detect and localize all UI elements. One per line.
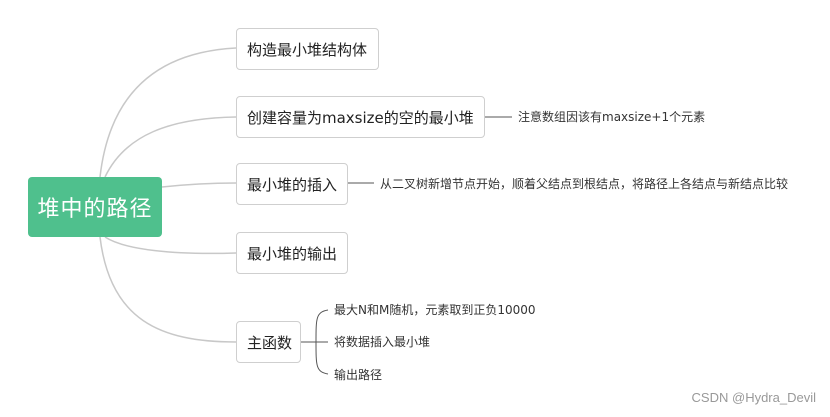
link-root-branch-2 (161, 182, 237, 188)
branch-node-construct-struct[interactable]: 构造最小堆结构体 (236, 28, 379, 70)
root-node[interactable]: 堆中的路径 (28, 177, 162, 237)
link-branch-4-leaf-0 (315, 309, 329, 343)
branch-node-create-heap[interactable]: 创建容量为maxsize的空的最小堆 (236, 96, 485, 138)
link-root-branch-4 (99, 236, 237, 343)
link-root-branch-0 (99, 47, 237, 178)
branch-node-main[interactable]: 主函数 (236, 321, 301, 363)
leaf-insert-note[interactable]: 从二叉树新增节点开始，顺着父结点到根结点，将路径上各结点与新结点比较 (380, 177, 789, 191)
leaf-main-random[interactable]: 最大N和M随机，元素取到正负10000 (334, 303, 536, 317)
branch-node-heap-output[interactable]: 最小堆的输出 (236, 232, 348, 274)
leaf-main-insert[interactable]: 将数据插入最小堆 (334, 335, 431, 349)
leaf-main-output-path[interactable]: 输出路径 (334, 368, 383, 382)
watermark: CSDN @Hydra_Devil (691, 390, 816, 405)
leaf-create-heap-note[interactable]: 注意数组因该有maxsize+1个元素 (518, 110, 706, 124)
link-root-branch-1 (104, 116, 237, 178)
link-branch-4-leaf-2 (315, 341, 329, 375)
branch-node-heap-insert[interactable]: 最小堆的插入 (236, 163, 348, 205)
link-root-branch-3 (104, 236, 237, 255)
